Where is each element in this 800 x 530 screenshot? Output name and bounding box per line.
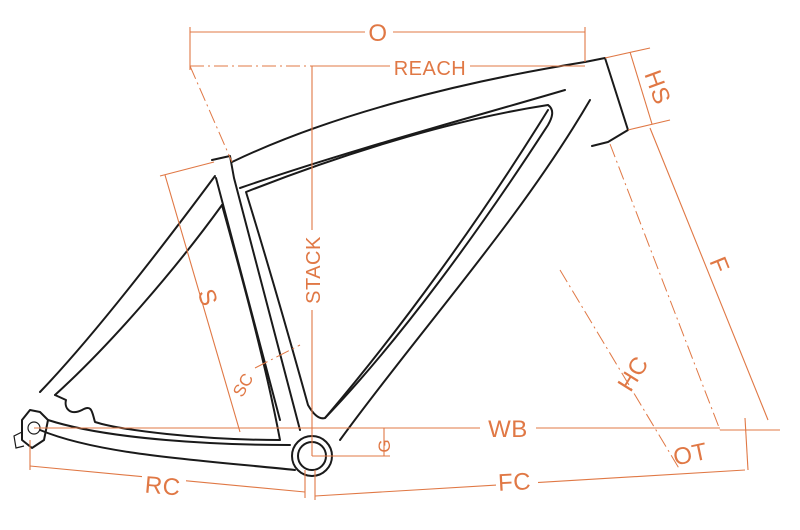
dim-F-axis	[609, 143, 721, 431]
down-tube	[339, 99, 591, 441]
seat-stay	[39, 175, 216, 393]
label-F: F	[704, 253, 735, 277]
label-WB: WB	[488, 416, 528, 443]
derailleur-hanger	[13, 431, 25, 449]
seat-tube	[211, 155, 301, 431]
label-O: O	[368, 20, 387, 47]
head-tube	[584, 57, 629, 147]
chain-stay-top	[47, 419, 291, 446]
dim-OT-tick	[744, 417, 749, 471]
label-RC: RC	[144, 472, 182, 502]
dim-HS-line	[629, 51, 653, 125]
dim-HC-line	[559, 269, 681, 471]
dim-SC-line	[254, 344, 301, 369]
label-reach: REACH	[394, 58, 467, 80]
chain-stay	[39, 429, 296, 471]
bike-frame	[13, 57, 629, 477]
dim-O-slant	[189, 65, 233, 163]
label-HS: HS	[638, 67, 675, 109]
label-SC: SC	[229, 370, 257, 400]
dim-HS-ext-bottom	[627, 119, 671, 131]
rear-dropout	[21, 409, 49, 449]
label-OT: OT	[671, 438, 710, 472]
dim-S-tick-top	[159, 161, 215, 177]
dim-S-line	[164, 174, 241, 433]
label-FC: FC	[497, 468, 531, 497]
seat-stay-inner	[54, 204, 223, 396]
dim-F-line	[649, 127, 769, 421]
label-G: G	[375, 439, 394, 452]
down-tube-inner	[324, 109, 549, 419]
dim-HS-ext-top	[604, 47, 651, 59]
rear-triangle-inner	[54, 204, 281, 441]
main-triangle-inner	[245, 104, 554, 420]
label-HC: HC	[613, 352, 655, 397]
label-stack: STACK	[303, 236, 325, 304]
label-S: S	[192, 286, 223, 310]
top-tube	[231, 61, 586, 163]
top-tube-lower-edge	[239, 89, 566, 189]
